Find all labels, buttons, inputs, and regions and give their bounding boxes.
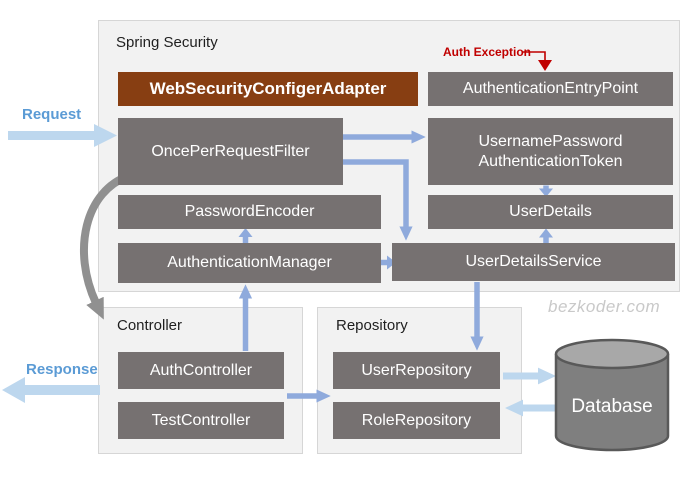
response-label: Response	[26, 361, 98, 378]
spring-security-label: Spring Security	[116, 34, 218, 51]
box-userrepository: UserRepository	[333, 352, 500, 389]
token-line2: AuthenticationToken	[478, 152, 623, 170]
database-cylinder: Database	[552, 334, 672, 461]
repository-label: Repository	[336, 317, 408, 334]
box-rolerepository: RoleRepository	[333, 402, 500, 439]
box-passwordencoder: PasswordEncoder	[118, 195, 381, 229]
box-websecurityconfigeradapter: WebSecurityConfigerAdapter	[118, 72, 418, 106]
watermark-text: bezkoder.com	[548, 297, 661, 316]
response-arrow	[2, 377, 100, 403]
box-authcontroller: AuthController	[118, 352, 284, 389]
database-top	[554, 338, 670, 370]
token-line1: UsernamePassword	[478, 132, 623, 150]
auth-exception-label: Auth Exception	[443, 45, 532, 59]
box-userdetailsservice: UserDetailsService	[392, 243, 675, 281]
database-cylinder-svg: Database	[554, 338, 670, 452]
arrow-token-to-userdetails	[539, 185, 553, 197]
box-authenticationentrypoint: AuthenticationEntryPoint	[428, 72, 673, 106]
box-onceperrequestfilter: OncePerRequestFilter	[118, 118, 343, 185]
arrow-authenticationmanager-to-userdetailsservice	[381, 255, 396, 270]
filter-to-controller-curved-arrow	[80, 171, 133, 320]
box-testcontroller: TestController	[118, 402, 284, 439]
arrow-authenticationmanager-to-passwordencoder	[238, 228, 253, 243]
auth-exception-arrow-line	[522, 51, 546, 60]
box-authenticationmanager: AuthenticationManager	[118, 243, 381, 283]
box-usernamepasswordauthenticationtoken: UsernamePassword AuthenticationToken	[428, 118, 673, 185]
arrow-filter-to-userdetailsservice	[343, 159, 413, 241]
auth-exception-arrow-head	[538, 60, 552, 71]
request-label: Request	[22, 106, 82, 123]
request-arrow	[8, 124, 117, 147]
box-userdetails: UserDetails	[428, 195, 673, 229]
controller-label: Controller	[117, 317, 183, 334]
database-body	[554, 354, 670, 452]
database-label: Database	[571, 396, 652, 417]
arrow-userdetailsservice-to-userdetails	[539, 228, 553, 243]
